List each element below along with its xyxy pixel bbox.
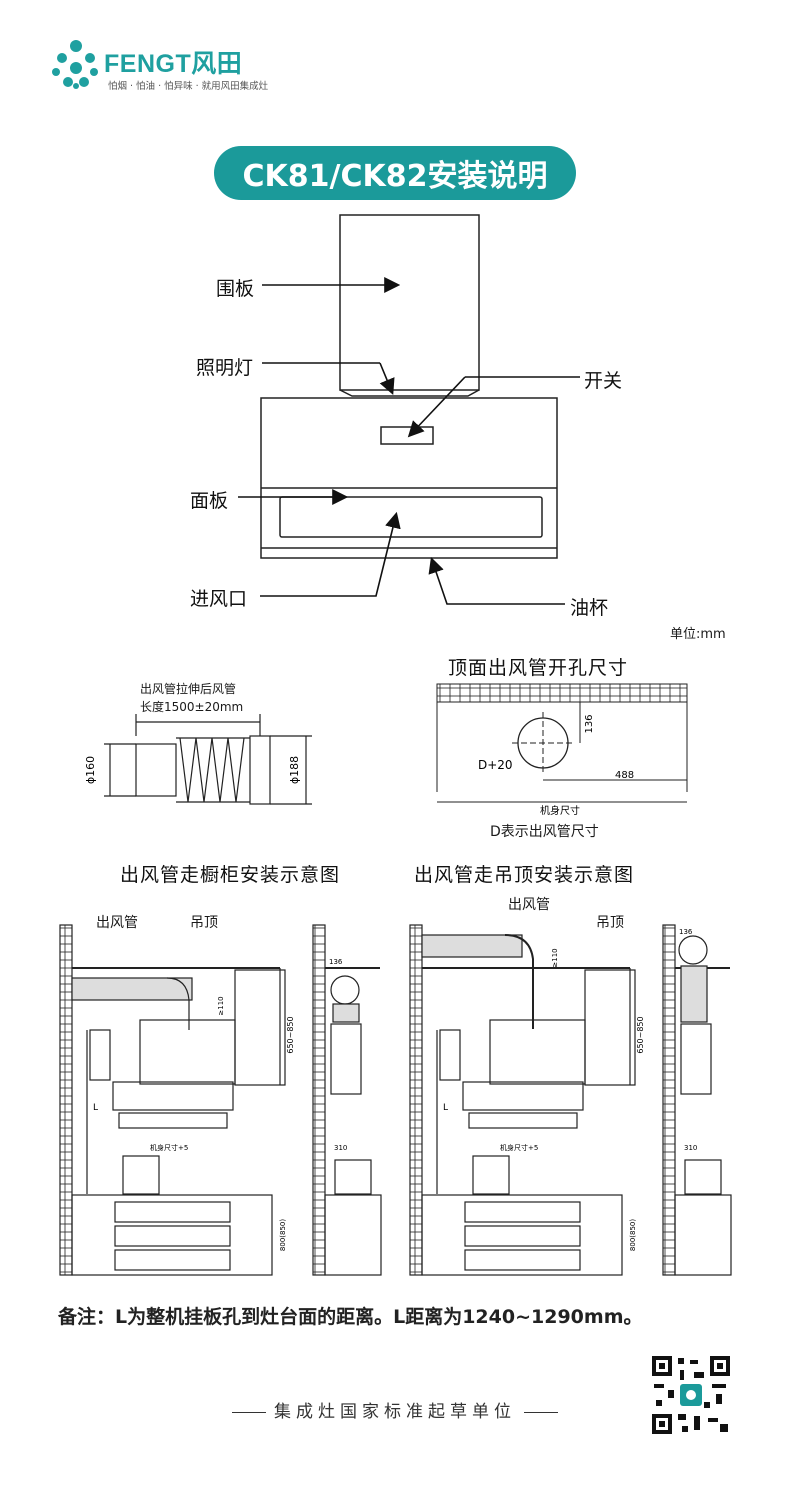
label-light: 照明灯: [196, 357, 254, 379]
hole-diagram-title: 顶面出风管开孔尺寸: [448, 657, 629, 679]
ceiling-install-title: 出风管走吊顶安装示意图: [414, 864, 635, 886]
cabinet-dim-l: L: [93, 1103, 98, 1113]
cabinet-side-dim-top: 136: [329, 958, 343, 966]
hole-dim-vertical: 136: [584, 714, 595, 733]
unit-label: 单位:mm: [670, 627, 726, 642]
brand-name: FENGT风田: [104, 50, 243, 78]
footer-dash-right: [524, 1411, 558, 1413]
ceiling-dim-height: 650~850: [636, 1016, 645, 1053]
ceiling-dim-gap: ≥110: [551, 948, 559, 967]
brand-logo-icon: [52, 40, 98, 89]
ceiling-duct-label: 出风管: [508, 897, 550, 913]
page-title: CK81/CK82安装说明: [214, 146, 576, 200]
brand-slogan: 怕烟 · 怕油 · 怕异味 · 就用风田集成灶: [108, 81, 269, 92]
cabinet-install-diagram: 650~850 机身尺寸+5 L ≥110 136 310 800(850): [59, 924, 382, 1276]
ceiling-side-dim-top: 136: [679, 928, 693, 936]
cabinet-ceiling-label: 吊顶: [190, 915, 218, 931]
hole-dim-body: 机身尺寸: [540, 804, 580, 817]
cabinet-install-title: 出风管走橱柜安装示意图: [120, 864, 341, 886]
duct-caption-1: 出风管拉伸后风管: [140, 682, 237, 696]
duct-left-dim: ϕ160: [84, 756, 97, 784]
ceiling-dim-l: L: [443, 1103, 448, 1113]
remark-note: 备注：L为整机挂板孔到灶台面的距离。L距离为1240~1290mm。: [58, 1306, 643, 1328]
duct-diagram: ϕ160 ϕ188: [84, 714, 312, 805]
ceiling-ceiling-label: 吊顶: [596, 915, 624, 931]
ceiling-side-dim-bottom: 310: [684, 1144, 697, 1152]
cabinet-dim-height: 650~850: [286, 1016, 295, 1053]
qr-code-icon[interactable]: [650, 1354, 732, 1436]
hood-parts-diagram: [238, 214, 580, 605]
label-switch: 开关: [584, 370, 623, 392]
footer-dash-left: [232, 1411, 266, 1413]
label-panel-board: 围板: [216, 278, 255, 300]
footer-text: 集成灶国家标准起草单位: [274, 1402, 516, 1422]
duct-right-dim: ϕ188: [288, 756, 301, 784]
footer: 集成灶国家标准起草单位: [0, 1397, 790, 1422]
cabinet-duct-label: 出风管: [96, 915, 138, 931]
hole-diagram: 136 D+20 488 机身尺寸: [436, 683, 688, 817]
ceiling-dim-body: 机身尺寸+5: [500, 1143, 538, 1152]
label-face-panel: 面板: [190, 490, 229, 512]
duct-caption-2: 长度1500±20mm: [140, 700, 244, 714]
label-oil-cup: 油杯: [570, 597, 609, 619]
label-air-inlet: 进风口: [190, 588, 248, 610]
cabinet-side-dim-counter: 800(850): [279, 1219, 287, 1251]
ceiling-install-diagram: 650~850 机身尺寸+5 L ≥110 136 310 800(850): [409, 924, 732, 1276]
ceiling-side-dim-counter: 800(850): [629, 1219, 637, 1251]
cabinet-dim-body: 机身尺寸+5: [150, 1143, 188, 1152]
hole-dim-horizontal: 488: [615, 770, 634, 781]
hole-diagram-note: D表示出风管尺寸: [490, 824, 599, 840]
hole-dim-diameter: D+20: [478, 758, 513, 772]
cabinet-dim-gap: ≥110: [217, 996, 225, 1015]
cabinet-side-dim-bottom: 310: [334, 1144, 347, 1152]
